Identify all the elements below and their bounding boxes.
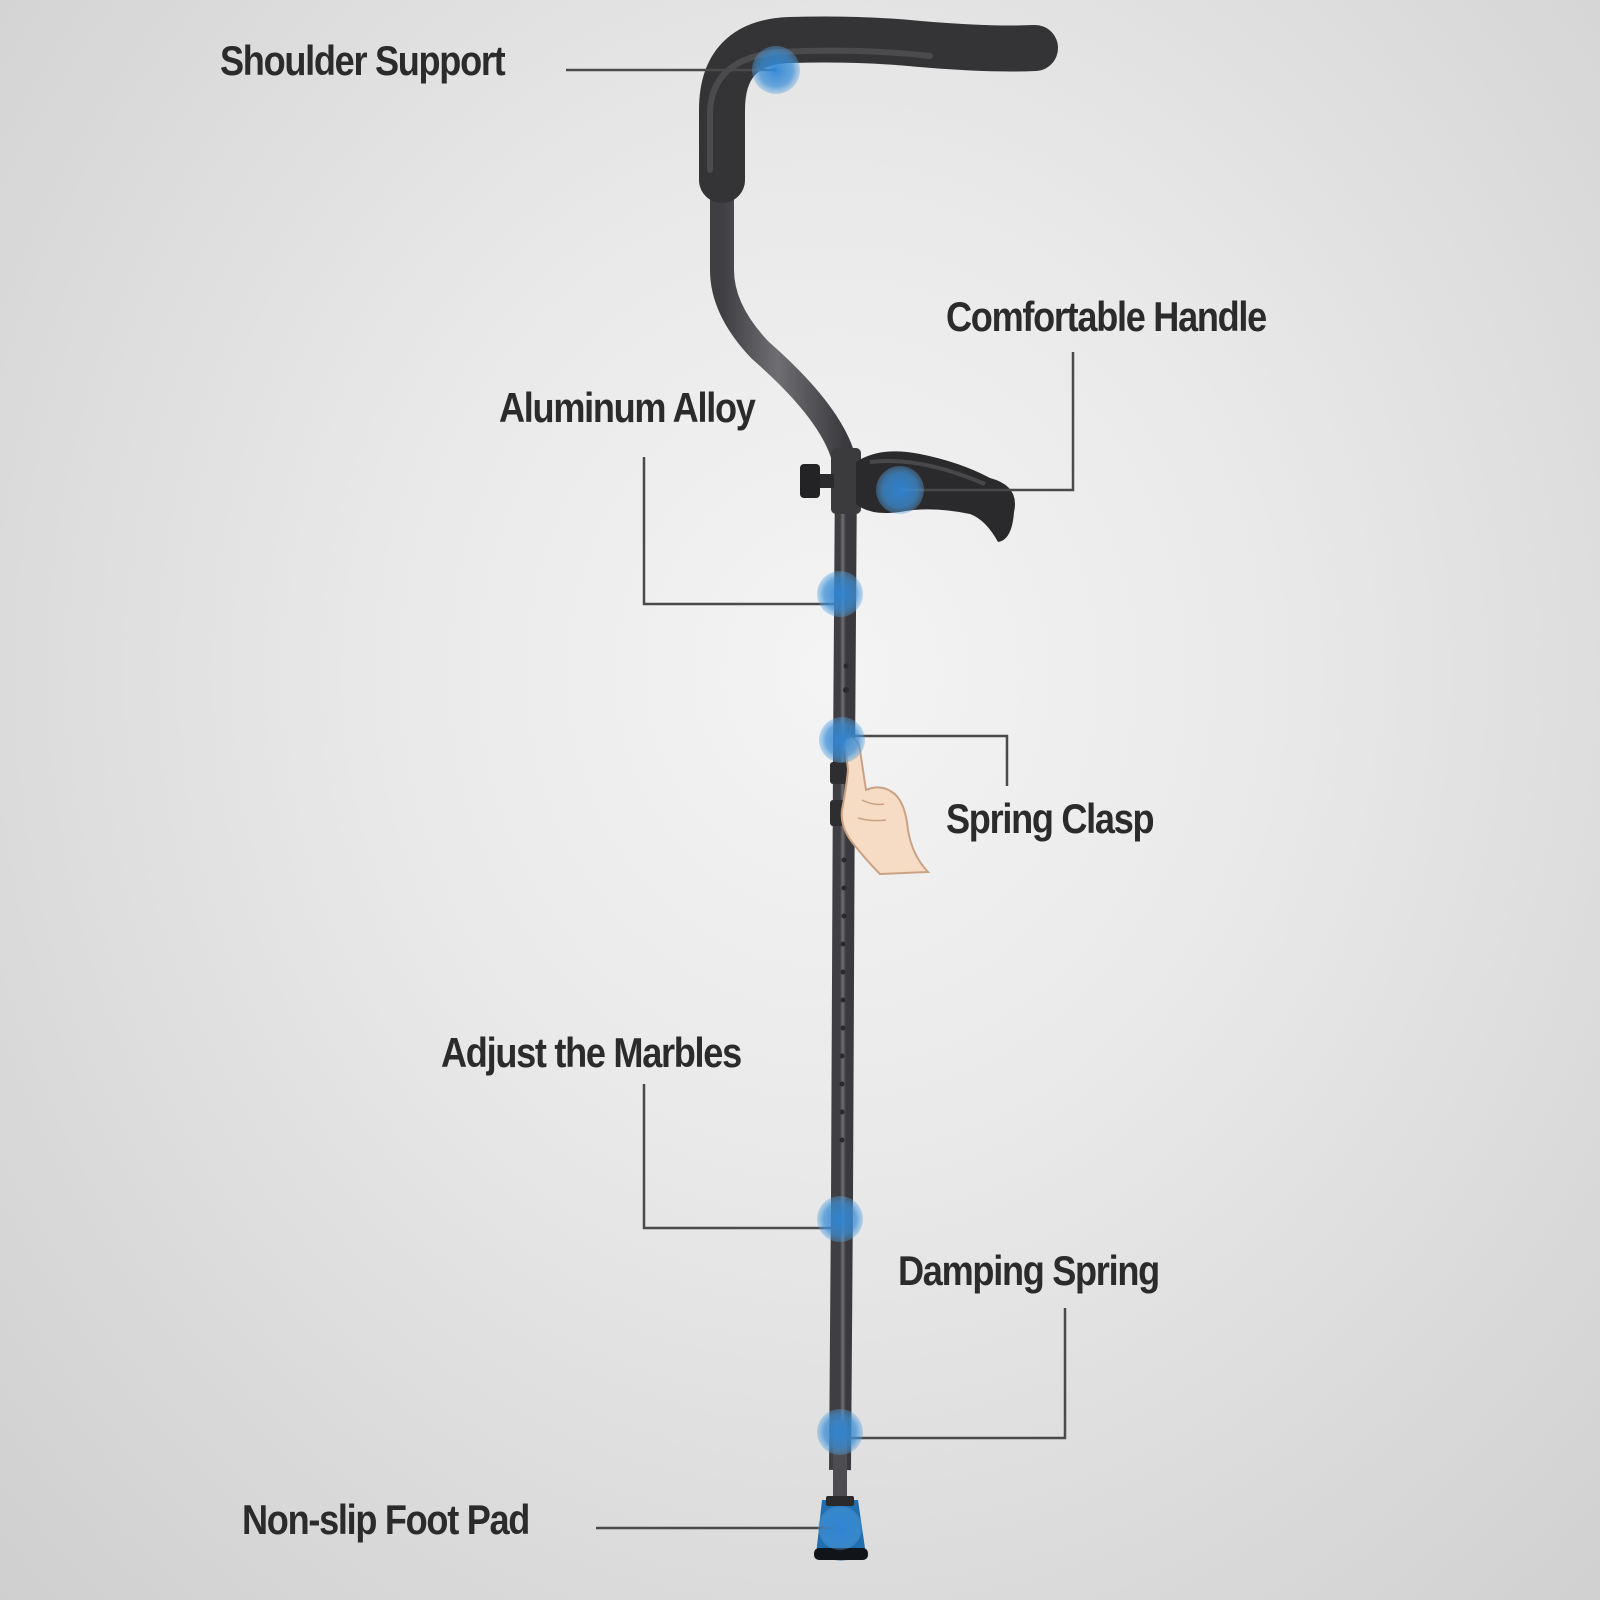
handle-grip-highlight <box>869 458 986 486</box>
dot-shoulder-support <box>752 46 800 94</box>
label-aluminum-alloy: Aluminum Alloy <box>499 384 756 431</box>
dot-aluminum-alloy <box>817 571 863 617</box>
leader-spring-clasp <box>842 734 1009 786</box>
label-comfortable-handle: Comfortable Handle <box>946 293 1267 340</box>
handle-clamp <box>831 448 861 514</box>
leader-damping-spring <box>840 1308 1067 1440</box>
label-damping-spring: Damping Spring <box>898 1247 1160 1294</box>
adjustment-knob <box>800 464 834 498</box>
upper-tube <box>710 163 858 482</box>
label-shoulder-support: Shoulder Support <box>220 37 506 84</box>
dot-spring-clasp <box>819 717 865 763</box>
leader-lines <box>566 68 1075 1530</box>
leader-aluminum-alloy <box>642 457 840 606</box>
adjustment-holes <box>839 663 849 1143</box>
label-non-slip-foot-pad: Non-slip Foot Pad <box>242 1496 530 1543</box>
dot-comfortable-handle <box>876 466 924 514</box>
label-spring-clasp: Spring Clasp <box>946 795 1155 842</box>
dot-adjust-the-marbles <box>817 1196 863 1242</box>
dot-non-slip-foot-pad <box>818 1506 862 1550</box>
leader-comfortable-handle <box>900 352 1075 492</box>
leader-adjust-the-marbles <box>642 1084 840 1230</box>
highlight-dots <box>752 46 924 1550</box>
label-adjust-the-marbles: Adjust the Marbles <box>441 1029 742 1076</box>
dot-damping-spring <box>817 1409 863 1455</box>
